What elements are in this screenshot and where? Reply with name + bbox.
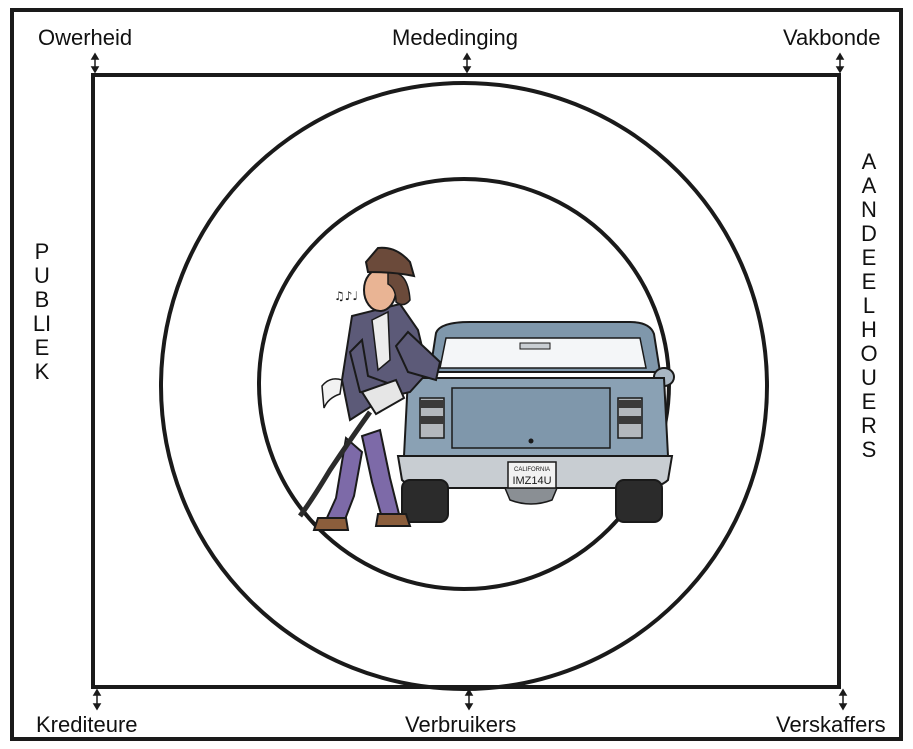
music-notes-icon: ♫♪♩ — [334, 289, 358, 303]
label-verbruikers: Verbruikers — [405, 712, 517, 737]
arrow-top-left — [90, 52, 100, 74]
outer-circle — [159, 81, 769, 691]
svg-text:♫♪♩: ♫♪♩ — [334, 289, 358, 303]
label-aandeelhouers: AANDEELHOUERS — [860, 149, 878, 462]
arrow-bottom-left — [92, 688, 102, 711]
label-publiek: PUBLIEK — [32, 239, 52, 384]
outer-frame — [10, 8, 903, 741]
license-plate-state: CALIFORNIA — [514, 467, 550, 473]
arrow-top-right — [835, 52, 845, 74]
label-mededinging: Mededinging — [392, 25, 518, 50]
license-plate: CALIFORNIA IMZ14U — [507, 461, 557, 489]
arrow-bottom-center — [464, 688, 474, 711]
illustration-man-and-truck: ♫♪♩ CALIFORNIA IMZ14U — [297, 246, 675, 531]
man-illustration: ♫♪♩ — [297, 246, 442, 531]
label-vakbonde: Vakbonde — [783, 25, 881, 50]
license-plate-number: IMZ14U — [512, 475, 551, 487]
truck-illustration — [396, 321, 675, 523]
arrow-top-center — [462, 52, 472, 74]
label-verskaffers: Verskaffers — [776, 712, 886, 737]
label-krediteure: Krediteure — [36, 712, 138, 737]
label-owerheid: Owerheid — [38, 25, 133, 50]
arrow-bottom-right — [838, 688, 848, 711]
